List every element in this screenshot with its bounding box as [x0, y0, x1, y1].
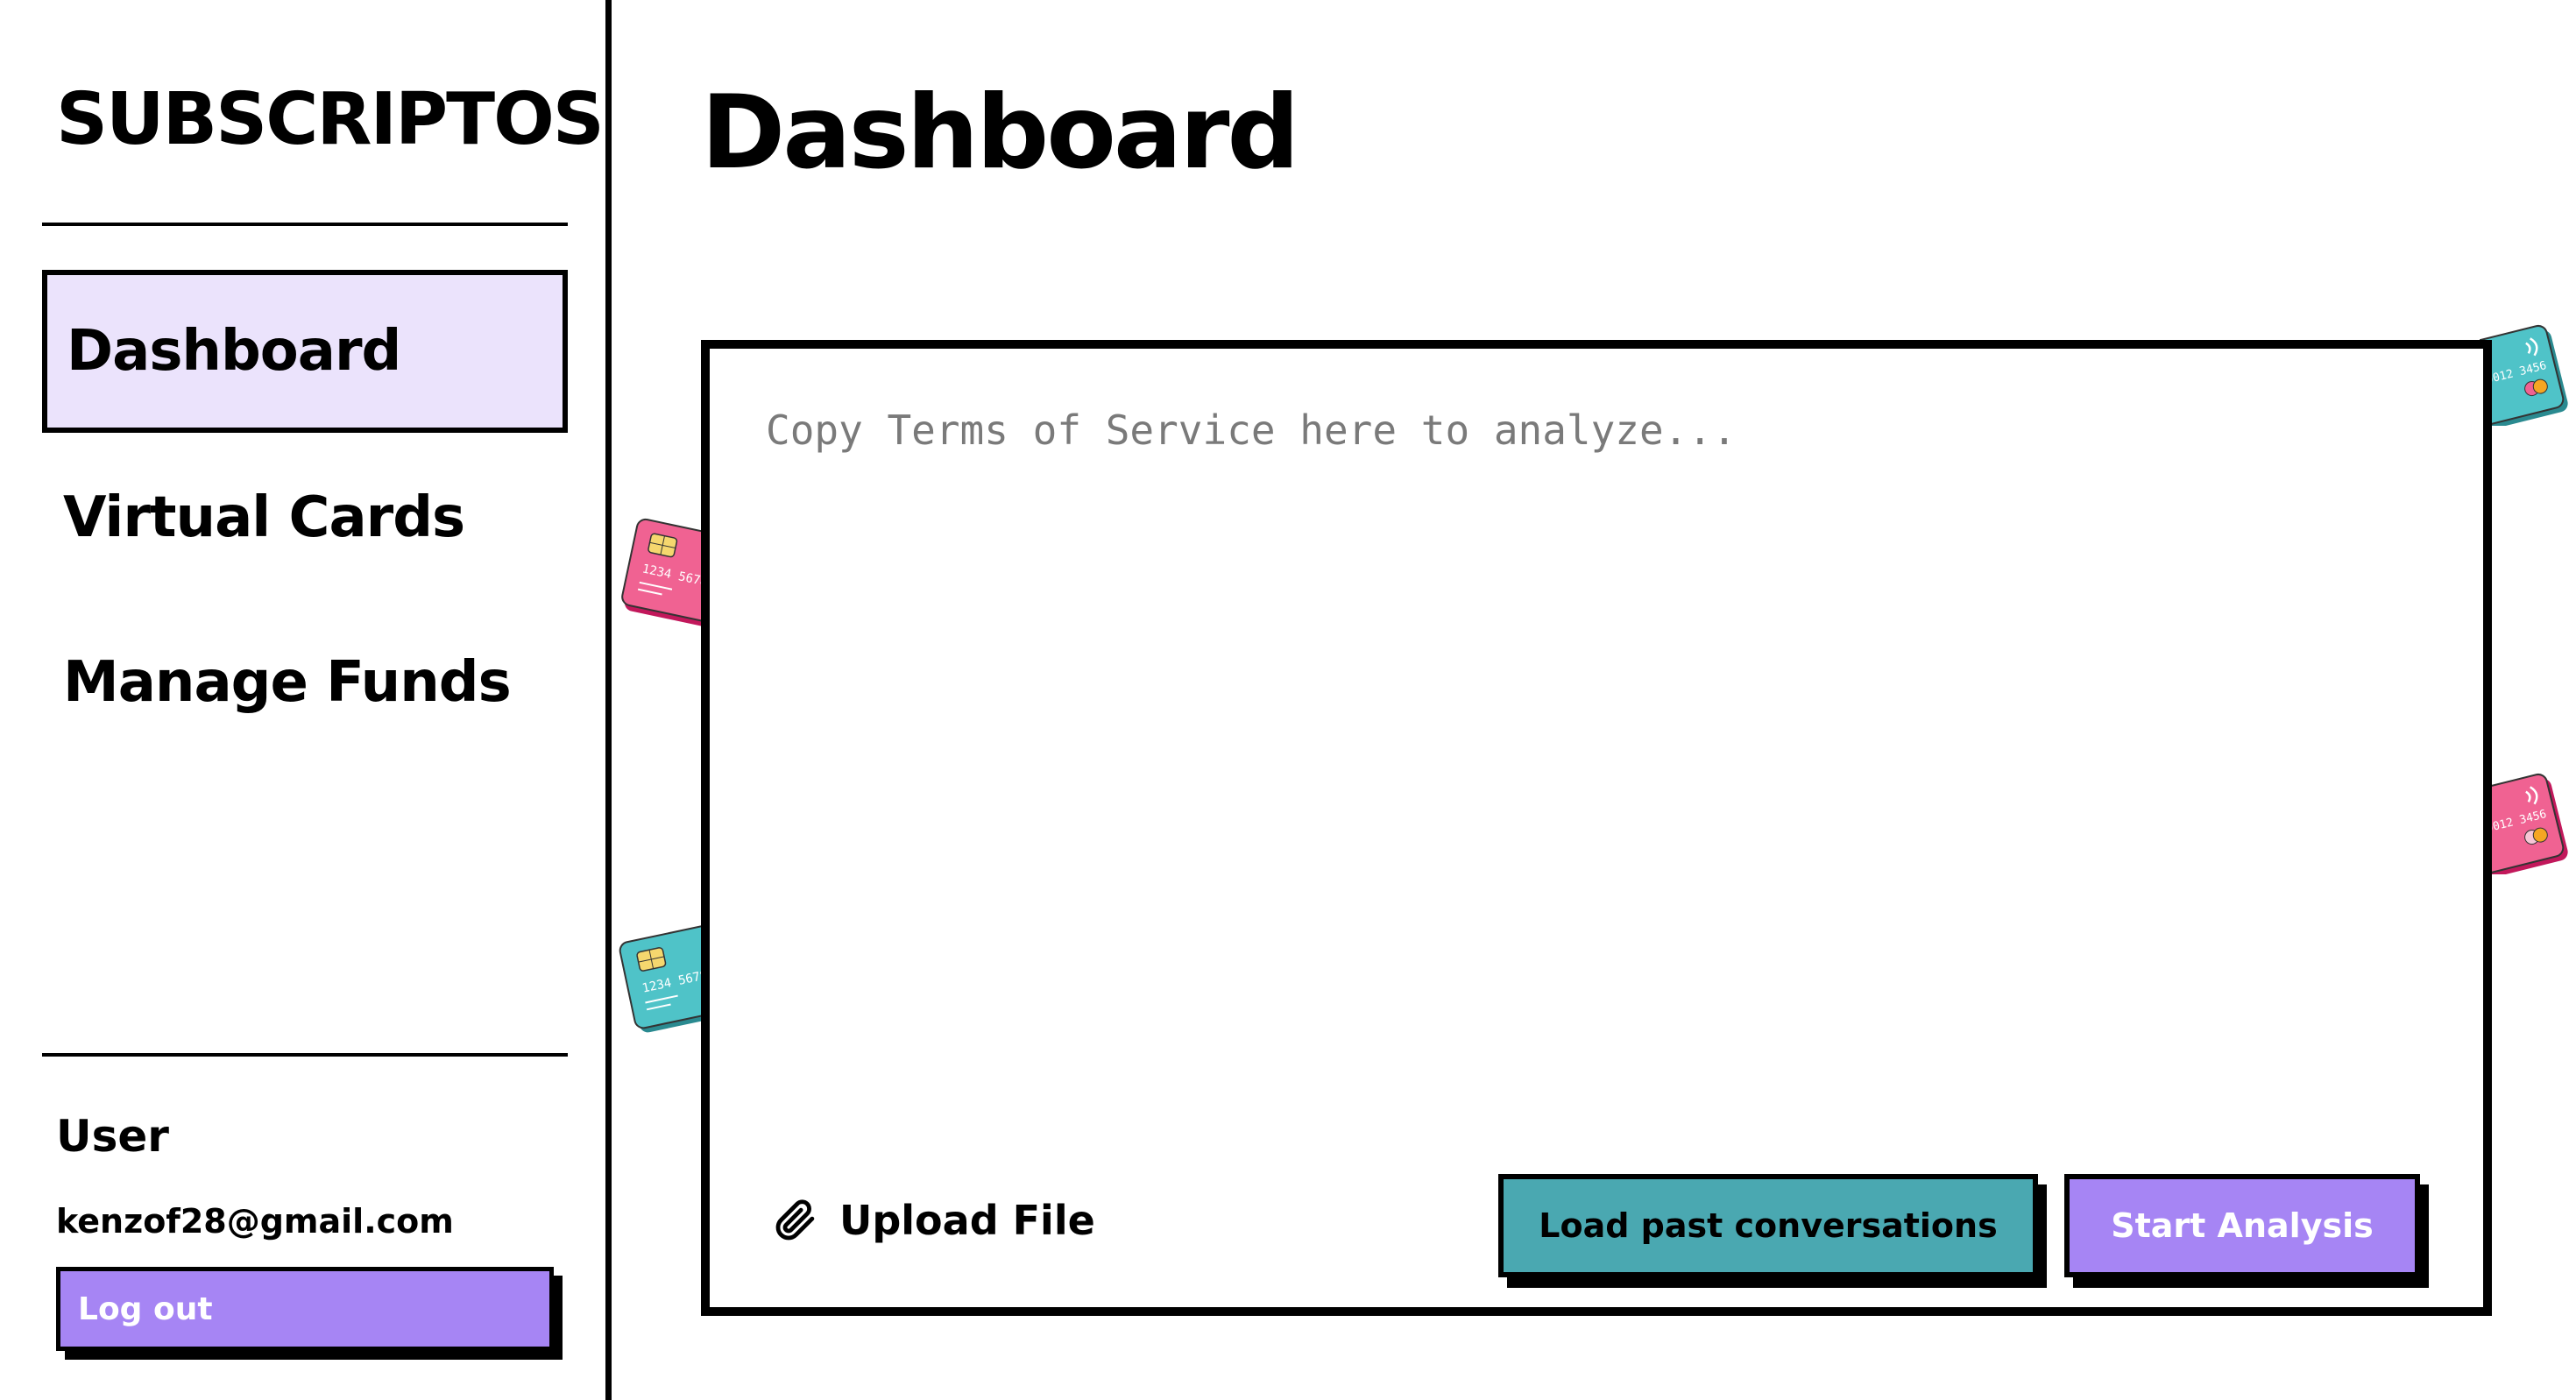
start-analysis-button[interactable]: Start Analysis: [2064, 1174, 2420, 1277]
nav-item-label: Virtual Cards: [63, 485, 465, 550]
upload-file-label: Upload File: [839, 1197, 1095, 1244]
nav-item-label: Manage Funds: [63, 650, 512, 715]
load-past-conversations-wrapper: Load past conversations: [1498, 1174, 2049, 1288]
start-analysis-wrapper: Start Analysis: [2064, 1174, 2431, 1288]
credit-card-teal-right-icon: 9012 3456: [2480, 324, 2568, 426]
nav-item-manage-funds[interactable]: Manage Funds: [42, 601, 568, 764]
nav-item-label: Dashboard: [67, 319, 401, 384]
credit-card-pink-right-icon: 9012 3456: [2480, 773, 2568, 874]
page-title: Dashboard: [701, 74, 1299, 192]
paperclip-icon: [775, 1199, 815, 1241]
user-heading: User: [56, 1111, 169, 1162]
sidebar: SUBSCRIPTOS Dashboard Virtual Cards Mana…: [0, 0, 612, 1400]
load-past-conversations-button[interactable]: Load past conversations: [1498, 1174, 2038, 1277]
nav-item-dashboard[interactable]: Dashboard: [42, 270, 568, 433]
logout-button-wrapper: Log out: [56, 1267, 564, 1361]
brand-logo: SUBSCRIPTOS: [56, 78, 605, 161]
sidebar-divider-top: [42, 223, 568, 226]
sidebar-divider-bottom: [42, 1053, 568, 1057]
nav-item-virtual-cards[interactable]: Virtual Cards: [42, 436, 568, 599]
logout-button[interactable]: Log out: [56, 1267, 554, 1351]
upload-file-button[interactable]: Upload File: [775, 1197, 1095, 1244]
tos-input[interactable]: [766, 407, 2431, 845]
user-email: kenzof28@gmail.com: [56, 1202, 454, 1241]
tos-editor-panel: Upload File Load past conversations Star…: [701, 340, 2492, 1316]
